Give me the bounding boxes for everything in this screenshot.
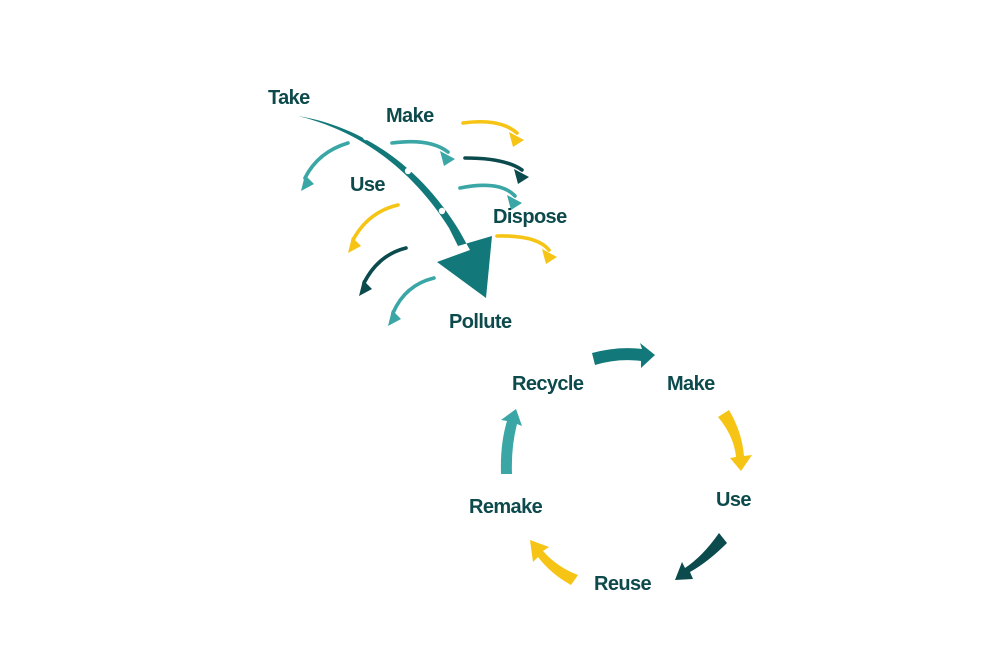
- scatter-arrow-left: [301, 141, 350, 191]
- scatter-arrow-right: [461, 119, 524, 147]
- main-arrow-dot: [438, 207, 446, 215]
- scatter-arrow-left: [388, 276, 436, 326]
- main-arrow-dot: [404, 167, 412, 175]
- scatter-arrow-right: [495, 234, 557, 264]
- linear-economy-arrows: [298, 116, 557, 326]
- circular-label-use: Use: [716, 489, 751, 511]
- cycle-arrow-make-to-use: [718, 410, 752, 471]
- scatter-arrow-left: [348, 203, 400, 253]
- main-arrow-dot: [362, 133, 370, 141]
- linear-label-dispose: Dispose: [493, 206, 567, 228]
- cycle-arrow-reuse-to-remake: [530, 540, 578, 585]
- linear-label-pollute: Pollute: [449, 311, 512, 333]
- circular-label-remake: Remake: [469, 496, 543, 518]
- linear-label-use: Use: [350, 174, 385, 196]
- scatter-arrow-right: [458, 183, 522, 210]
- circular-label-reuse: Reuse: [594, 573, 652, 595]
- cycle-arrow-recycle-to-make: [592, 343, 655, 368]
- linear-label-make: Make: [386, 105, 434, 127]
- main-arrow-take-to-pollute: [298, 116, 492, 298]
- circular-economy-arrows: [500, 343, 752, 585]
- cycle-arrow-remake-to-recycle: [500, 409, 522, 474]
- scatter-arrow-left: [359, 246, 408, 296]
- circular-label-make: Make: [667, 373, 715, 395]
- scatter-arrow-right: [390, 139, 455, 166]
- circular-label-recycle: Recycle: [512, 373, 584, 395]
- cycle-arrow-use-to-reuse: [675, 533, 727, 580]
- scatter-arrow-right: [463, 156, 529, 184]
- linear-label-take: Take: [268, 87, 310, 109]
